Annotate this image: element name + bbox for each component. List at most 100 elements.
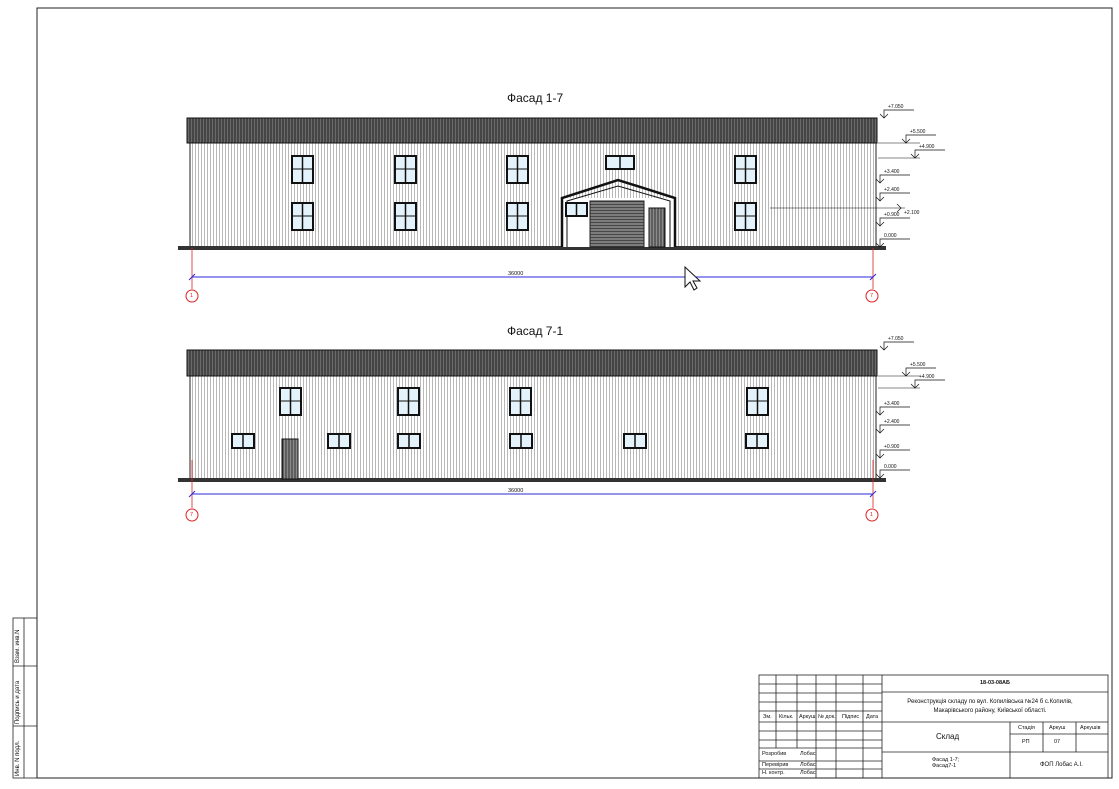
window — [745, 433, 769, 449]
col-header: Аркуш — [799, 714, 816, 720]
window — [397, 387, 420, 416]
axis-label: 7 — [870, 293, 874, 299]
col-header: № док. — [818, 714, 836, 720]
level-marker: +5.500 — [901, 362, 936, 377]
window — [279, 387, 302, 416]
window — [231, 433, 255, 449]
facade-title: Фасад 1-7 — [507, 91, 564, 105]
level-marker: +4.900 — [910, 144, 945, 159]
window — [509, 387, 532, 416]
side-stamp-label: Инв. N подл. — [15, 740, 21, 776]
level-marks — [878, 375, 920, 389]
level-marker: +3.400 — [875, 401, 910, 416]
person-name: Лобас — [800, 770, 816, 776]
window — [746, 387, 769, 416]
level-marker: +3.400 — [875, 169, 910, 184]
window — [509, 433, 533, 449]
ground-line — [178, 246, 886, 250]
level-label: 0.000 — [884, 233, 897, 239]
level-marker: +2.100 — [896, 203, 920, 216]
window — [734, 155, 757, 184]
level-label: +3.400 — [884, 169, 900, 175]
window — [327, 433, 351, 449]
sheet-title: Фасад 1-7; Фасад7-1 — [932, 757, 960, 769]
level-marker: +7.050 — [879, 336, 914, 351]
level-label: 0.000 — [884, 464, 897, 470]
axis-label: 1 — [870, 512, 874, 518]
role-label: Розробив — [762, 751, 787, 757]
level-label: +2.100 — [904, 210, 920, 216]
facade-roof — [186, 117, 878, 144]
side-stamp-label: Подпись и дата — [15, 680, 21, 724]
sheet-border — [36, 7, 1113, 779]
level-marker: +0.900 — [875, 212, 910, 227]
mouse-cursor — [684, 265, 702, 291]
project-name: Реконструкція складу по вул. Копилівська… — [907, 699, 1073, 714]
axis-marker — [185, 508, 199, 522]
window — [506, 202, 529, 231]
entrance-door — [648, 207, 666, 248]
level-marker: +2.400 — [875, 419, 910, 434]
window — [291, 155, 314, 184]
window — [394, 202, 417, 231]
dimension-label: 36000 — [508, 271, 524, 277]
level-marker: +0.900 — [875, 444, 910, 459]
role-label: Перевірив — [762, 762, 789, 768]
level-label: +0.900 — [884, 212, 900, 218]
level-labels: +7.050 +5.500+4.900 +3.400 +2.400 +0.900 0.00… — [875, 104, 945, 248]
person-name: Лобас — [800, 762, 816, 768]
facade-roof — [186, 349, 878, 377]
level-marks — [770, 142, 920, 209]
level-marker: +4.900 — [910, 374, 945, 389]
level-marker: +5.500 — [901, 129, 936, 144]
window — [623, 433, 647, 449]
window — [394, 155, 417, 184]
sheets-label: Аркушів — [1080, 725, 1101, 731]
rolling-gate — [589, 200, 645, 248]
level-marker: 0.000 — [875, 464, 910, 479]
object-name: Склад — [936, 732, 960, 741]
drawing-code: 18-03-08АБ — [980, 680, 1010, 686]
title-block — [758, 674, 1109, 779]
col-header: Підпис — [842, 714, 860, 720]
dimension-label: 36000 — [508, 488, 524, 494]
facade-7-1 — [178, 349, 920, 482]
facade-title: Фасад 7-1 — [507, 324, 564, 338]
level-marker: 0.000 — [875, 233, 910, 248]
sheet-label: Аркуш — [1049, 725, 1066, 731]
level-label: +7.050 — [888, 104, 904, 110]
col-header: Зм. — [763, 714, 772, 720]
level-labels: +7.050 +5.500 +4.900 +3.400 +2.400 +0.900 0.00… — [875, 336, 945, 479]
level-marker: +7.050 — [879, 104, 914, 119]
axis-marker — [865, 289, 879, 303]
level-marker: +2.400 — [875, 187, 910, 202]
level-label: +2.400 — [884, 187, 900, 193]
person-name: Лобас — [800, 751, 816, 757]
window — [397, 433, 421, 449]
level-label: +5.500 — [910, 362, 926, 368]
level-label: +3.400 — [884, 401, 900, 407]
sheet-value: 07 — [1054, 739, 1061, 745]
col-header: Дата — [866, 714, 879, 720]
side-stamp-label: Взам. инв.N — [15, 629, 21, 663]
company-name: ФОП Лобас А.І. — [1040, 762, 1083, 768]
level-label: +2.400 — [884, 419, 900, 425]
entrance-portal — [560, 178, 677, 248]
dimension-line — [188, 460, 877, 508]
window — [734, 202, 757, 231]
stage-label: Стадія — [1018, 725, 1035, 731]
axis-marker — [185, 289, 199, 303]
axis-label: 1 — [190, 293, 194, 299]
facade-1-7 — [178, 117, 920, 250]
window — [506, 155, 529, 184]
role-label: Н. контр. — [762, 770, 785, 776]
dimension-line — [188, 248, 877, 289]
axis-label: 7 — [190, 512, 194, 518]
axis-marker — [865, 508, 879, 522]
level-label: +7.050 — [888, 336, 904, 342]
window — [605, 155, 635, 170]
side-stamp — [12, 617, 38, 779]
stage-value: РП — [1022, 739, 1030, 745]
ground-line — [178, 478, 886, 482]
level-label: +4.900 — [919, 374, 935, 380]
